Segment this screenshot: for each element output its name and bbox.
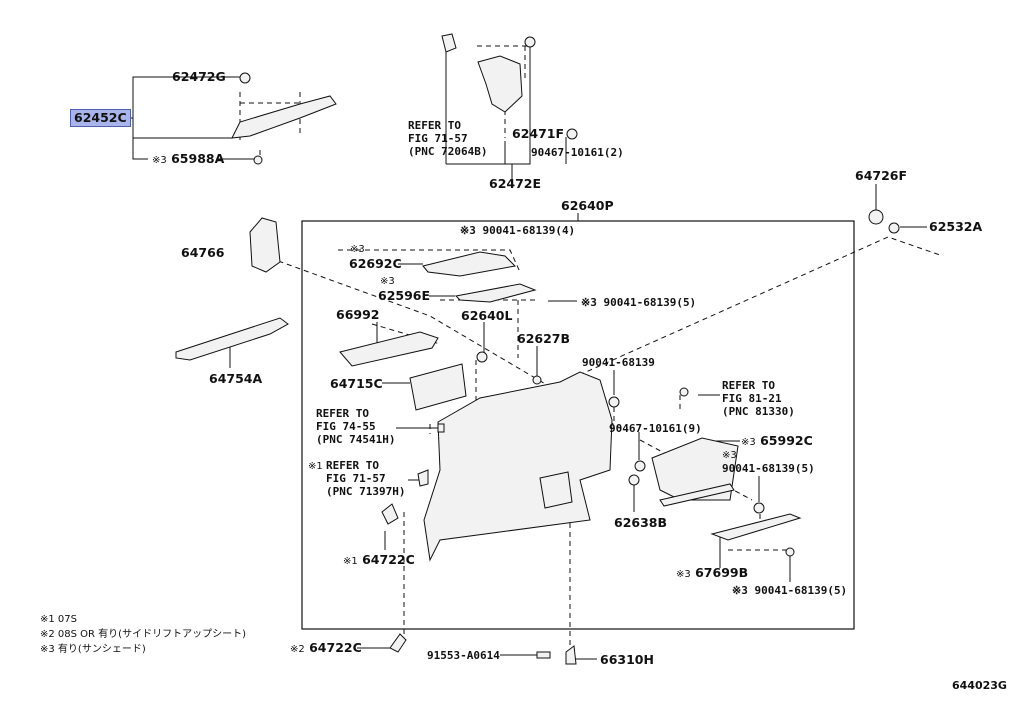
label-90467-10161-9: 90467-10161(9) <box>609 422 702 435</box>
label-65992C-text: 65992C <box>760 433 813 448</box>
mark-3-67699B: ※3 <box>676 569 691 580</box>
mark-2-64722C: ※2 <box>290 644 305 655</box>
label-67699B-text: 67699B <box>695 565 749 580</box>
label-90467-10161-2: 90467-10161(2) <box>531 146 624 159</box>
clip-81330 <box>679 387 689 397</box>
label-62472E: 62472E <box>489 176 542 191</box>
part-65992C-lid <box>660 484 734 506</box>
part-74541H-shape <box>438 424 444 432</box>
clip-90467-top <box>566 128 578 140</box>
label-90041-68139-5c-text: 90041-68139(5) <box>754 584 848 597</box>
clip-65988A <box>253 155 263 165</box>
refer-74541H: REFER TO FIG 74-55 (PNC 74541H) <box>316 407 396 446</box>
part-67699B-shape <box>712 514 800 540</box>
label-90041-68139: 90041-68139 <box>582 356 655 369</box>
part-66310H-shape <box>566 646 576 664</box>
part-64766-shape <box>250 218 280 272</box>
clip-62638B <box>628 474 640 486</box>
part-62471F-shape <box>478 56 522 112</box>
part-62640P-main-panel <box>424 372 612 560</box>
refer-72064B: REFER TO FIG 71-57 (PNC 72064B) <box>408 119 488 158</box>
label-62638B: 62638B <box>614 515 668 530</box>
label-90041-68139-4-text: 90041-68139(4) <box>482 224 576 237</box>
label-91553-A0614: 91553-A0614 <box>427 649 500 662</box>
mark-3-62692C: ※3 <box>350 244 365 255</box>
label-62472G: 62472G <box>172 69 226 84</box>
label-64722C-b: ※2 64722C <box>290 641 362 657</box>
part-65992C-shape <box>652 438 738 500</box>
part-64726F-shape <box>868 209 884 225</box>
label-62640P: 62640P <box>561 198 614 213</box>
label-64766: 64766 <box>181 245 225 260</box>
refer-71397H: REFER TO FIG 71-57 (PNC 71397H) <box>326 459 406 498</box>
part-66992-shape <box>340 332 438 366</box>
label-65988A: ※3 65988A <box>152 152 224 168</box>
part-71397H-shape <box>418 470 428 486</box>
clip-90041-mid <box>608 396 620 408</box>
part-91553-shape <box>537 652 550 658</box>
leader-lines <box>124 46 927 659</box>
label-62640L: 62640L <box>461 308 513 323</box>
part-62532A-shape <box>888 222 900 234</box>
mark-1-71397H: ※1 <box>308 461 323 472</box>
label-64754A: 64754A <box>209 371 263 386</box>
part-62692C-shape <box>423 252 515 276</box>
label-66992: 66992 <box>336 307 380 322</box>
label-90041-68139-5a-text: 90041-68139(5) <box>603 296 697 309</box>
label-64715C: 64715C <box>330 376 383 391</box>
label-90041-68139-4: ※3 90041-68139(4) <box>460 224 575 237</box>
label-90041-68139-5c: ※3 90041-68139(5) <box>732 584 847 597</box>
label-65988A-text: 65988A <box>171 151 225 166</box>
label-67699B: ※3 67699B <box>676 566 748 582</box>
clip-90041-right <box>753 502 765 514</box>
note-2: ※2 08S OR 有り(サイドリフトアップシート) <box>40 629 246 640</box>
clip-upper-right <box>524 36 536 48</box>
clip-62472G <box>239 72 251 84</box>
label-62596E: 62596E <box>378 288 431 303</box>
label-65992C: ※3 65992C <box>741 434 813 450</box>
part-62452C-shape <box>232 96 336 138</box>
clip-62627B <box>532 375 542 385</box>
label-62692C: 62692C <box>349 256 402 271</box>
refer-81330: REFER TO FIG 81-21 (PNC 81330) <box>722 379 795 418</box>
part-64722C-shape <box>382 504 398 524</box>
mark-3-a: ※3 <box>460 224 476 237</box>
label-90041-68139-5b: 90041-68139(5) <box>722 462 815 475</box>
label-62452C[interactable]: 62452C <box>70 109 131 127</box>
part-inner-box <box>540 472 572 508</box>
label-62627B: 62627B <box>517 331 571 346</box>
label-66310H: 66310H <box>600 652 654 667</box>
part-64754A-shape <box>176 318 288 360</box>
note-1: ※1 07S <box>40 614 77 625</box>
mark-3-c: ※3 <box>732 584 748 597</box>
label-64726F: 64726F <box>855 168 908 183</box>
mark-1-64722C: ※1 <box>343 556 358 567</box>
mark-3-b: ※3 <box>581 296 597 309</box>
part-64722C-bottom-shape <box>390 634 406 652</box>
part-shapes <box>176 34 900 664</box>
diagram-id: 644023G <box>952 679 1007 692</box>
mark-3-65992C: ※3 <box>741 437 756 448</box>
mark-3-90041-b: ※3 <box>722 450 737 461</box>
label-62532A: 62532A <box>929 219 983 234</box>
label-64722C-a: ※1 64722C <box>343 553 415 569</box>
note-3: ※3 有り(サンシェード) <box>40 644 146 655</box>
label-64722C-a-text: 64722C <box>362 552 415 567</box>
label-90041-68139-5a: ※3 90041-68139(5) <box>581 296 696 309</box>
mark-3-65988A: ※3 <box>152 155 167 166</box>
label-62471F: 62471F <box>512 126 565 141</box>
clip-90041-lower <box>785 547 795 557</box>
mark-3-62596E: ※3 <box>380 276 395 287</box>
clip-90467-mid <box>634 460 646 472</box>
clip-upper-left <box>442 34 456 52</box>
part-62596E-shape <box>456 284 535 302</box>
part-64715C-shape <box>410 364 466 410</box>
clip-62640L <box>476 351 488 363</box>
label-64722C-b-text: 64722C <box>309 640 362 655</box>
